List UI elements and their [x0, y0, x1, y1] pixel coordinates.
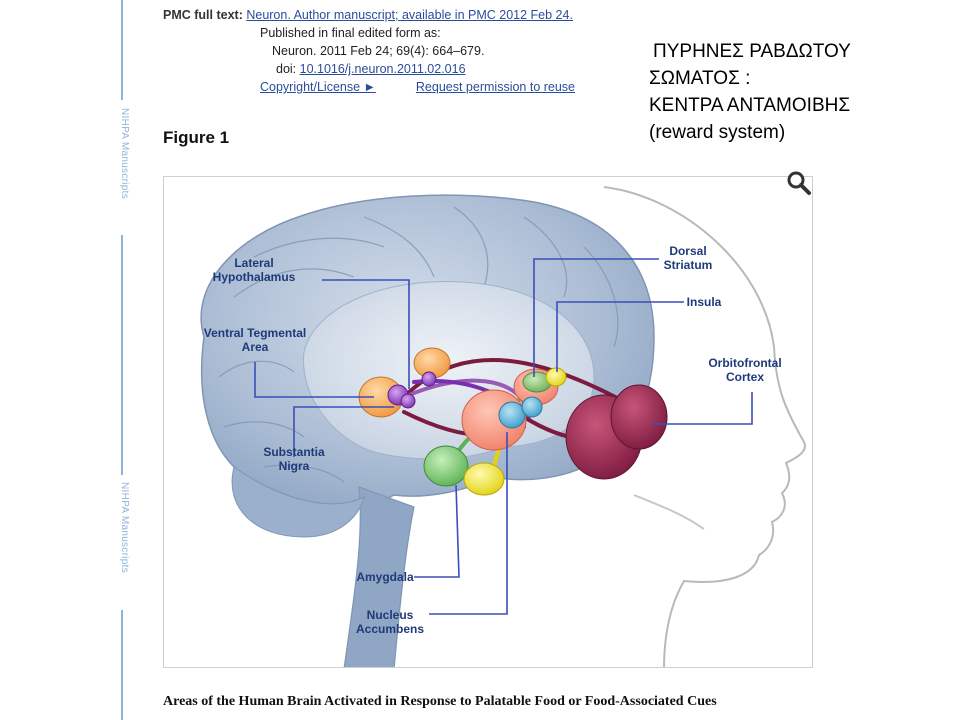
label-lateral-hypothalamus: Hypothalamus [213, 270, 296, 284]
reward-annotation: ΠΥΡΗΝΕΣ ΡΑΒΔΩΤΟΥ ΣΩΜΑΤΟΣ : ΚΕΝΤΡΑ ΑΝΤΑΜΟ… [649, 38, 851, 146]
pmc-link[interactable]: Neuron. Author manuscript; available in … [246, 8, 573, 22]
annotation-line: ΠΥΡΗΝΕΣ ΡΑΒΔΩΤΟΥ [653, 41, 851, 62]
sidebar-label-bottom: NIHPA Manuscripts [116, 482, 130, 574]
annotation-line: (reward system) [649, 122, 786, 143]
label-dorsal-striatum: Striatum [664, 258, 713, 272]
label-amygdala: Amygdala [356, 570, 414, 584]
label-nucleus-accumbens: Nucleus [367, 608, 414, 622]
figure-image[interactable]: Lateral Hypothalamus Ventral Tegmental A… [163, 176, 813, 668]
label-insula: Insula [687, 295, 722, 309]
annotation-line: ΚΕΝΤΡΑ ΑΝΤΑΜΟΙΒΗΣ [649, 95, 851, 116]
citation-block: PMC full text: Neuron. Author manuscript… [163, 6, 575, 96]
magnifier-icon[interactable] [786, 170, 812, 196]
copyright-link[interactable]: Copyright/License ► [260, 80, 376, 94]
sidebar-label-top: NIHPA Manuscripts [116, 108, 130, 200]
permission-link[interactable]: Request permission to reuse [415, 80, 576, 94]
citation-line: Neuron. 2011 Feb 24; 69(4): 664–679. [272, 44, 485, 58]
face-outline [603, 186, 806, 667]
brain-illustration: Lateral Hypothalamus Ventral Tegmental A… [200, 186, 806, 667]
label-orbitofrontal-cortex: Orbitofrontal [708, 356, 781, 370]
figure-title: Figure 1 [163, 128, 230, 147]
doi-link[interactable]: 10.1016/j.neuron.2011.02.016 [299, 62, 466, 76]
sidebar-rule [121, 0, 123, 100]
label-vta: Ventral Tegmental [204, 326, 306, 340]
brainstem [343, 486, 415, 667]
label-substantia-nigra: Nigra [279, 459, 310, 473]
doi-key: doi: [276, 62, 297, 76]
label-orbitofrontal-cortex: Cortex [726, 370, 764, 384]
sidebar-rule [121, 235, 123, 475]
label-lateral-hypothalamus: Lateral [234, 256, 273, 270]
published-line: Published in final edited form as: [260, 26, 441, 40]
sidebar-strip [118, 0, 126, 720]
label-substantia-nigra: Substantia [263, 445, 325, 459]
sidebar-rule [121, 610, 123, 720]
annotation-line: ΣΩΜΑΤΟΣ : [649, 68, 751, 89]
pmc-key: PMC full text: [163, 8, 243, 22]
label-vta: Area [242, 340, 269, 354]
label-dorsal-striatum: Dorsal [669, 244, 706, 258]
label-nucleus-accumbens: Accumbens [356, 622, 424, 636]
figure-caption: Areas of the Human Brain Activated in Re… [163, 694, 717, 709]
